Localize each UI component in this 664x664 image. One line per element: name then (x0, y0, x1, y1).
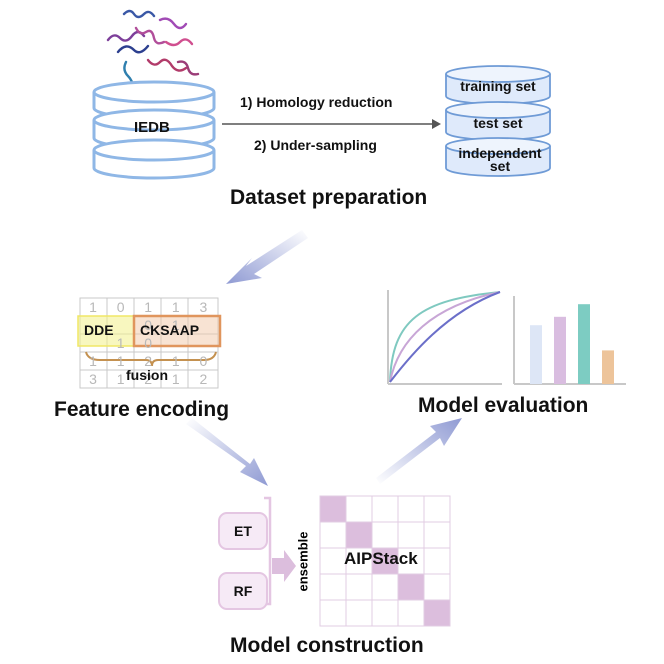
fusion-brace-icon (85, 351, 217, 367)
aipstack-label: AIPStack (344, 549, 418, 568)
classifier-rf: RF (218, 572, 268, 610)
metric-bar-4 (602, 350, 614, 384)
step-under-sampling: 2) Under-sampling (254, 137, 377, 153)
iedb-label: IEDB (134, 119, 170, 136)
test-set-label: test set (473, 115, 523, 131)
split-arrow (222, 119, 441, 129)
grid-digit: 1 (116, 335, 125, 351)
cksaap-label: CKSAAP (140, 322, 200, 338)
grid-digit: 0 (144, 335, 153, 351)
ensemble-label: ensemble (295, 531, 311, 592)
grid-digit: 1 (116, 371, 125, 387)
dataset-preparation-title: Dataset preparation (230, 186, 428, 209)
dataset-splits-icon (445, 65, 551, 177)
dde-label: DDE (84, 322, 114, 338)
grid-digit: 1 (144, 299, 153, 315)
ensemble-arrow-icon (272, 550, 296, 582)
iedb-database-icon (92, 80, 216, 180)
feature-grid (77, 297, 222, 389)
roc-curve-1 (389, 291, 501, 383)
grid-digit: 1 (171, 317, 180, 333)
grid-digit: 1 (116, 353, 125, 369)
flow-arrow-1 (226, 230, 308, 284)
feature-encoding-title: Feature encoding (54, 398, 230, 421)
aipstack-matrix (319, 495, 451, 627)
grid-digit: 2 (199, 371, 208, 387)
roc-curves-panel (387, 290, 502, 385)
metric-bar-1 (530, 325, 542, 384)
cksaap-highlight (132, 314, 222, 348)
grid-digit: 1 (171, 299, 180, 315)
grid-digit: 3 (199, 299, 208, 315)
grid-digit: 0 (199, 353, 208, 369)
metric-bar-2 (554, 316, 566, 384)
grid-digit: 0 (116, 299, 125, 315)
grid-digit: 0 (144, 317, 153, 333)
grid-digit: 1 (89, 353, 97, 369)
model-construction-title: Model construction (230, 634, 424, 657)
dde-highlight (77, 315, 135, 347)
roc-curve-2 (389, 291, 501, 383)
grid-digit: 3 (89, 371, 97, 387)
training-set-label: training set (460, 78, 536, 94)
step-homology-reduction: 1) Homology reduction (240, 94, 393, 110)
peptide-squiggles-icon (106, 9, 200, 92)
roc-curve-3 (389, 291, 501, 383)
model-evaluation-title: Model evaluation (418, 394, 589, 417)
grid-digit: 1 (89, 299, 97, 315)
fusion-label: fusion (126, 367, 168, 383)
grid-digit: 2 (144, 371, 153, 387)
grid-digit: 1 (171, 371, 180, 387)
grid-digit: 2 (144, 353, 153, 369)
metric-bar-3 (578, 304, 590, 384)
flow-arrow-3 (376, 418, 462, 484)
metric-bars-panel (513, 296, 626, 385)
flow-arrow-2 (186, 418, 268, 486)
classifier-et: ET (218, 512, 268, 550)
independent-set-label: independent set (458, 145, 542, 174)
grid-digit: 1 (171, 353, 180, 369)
